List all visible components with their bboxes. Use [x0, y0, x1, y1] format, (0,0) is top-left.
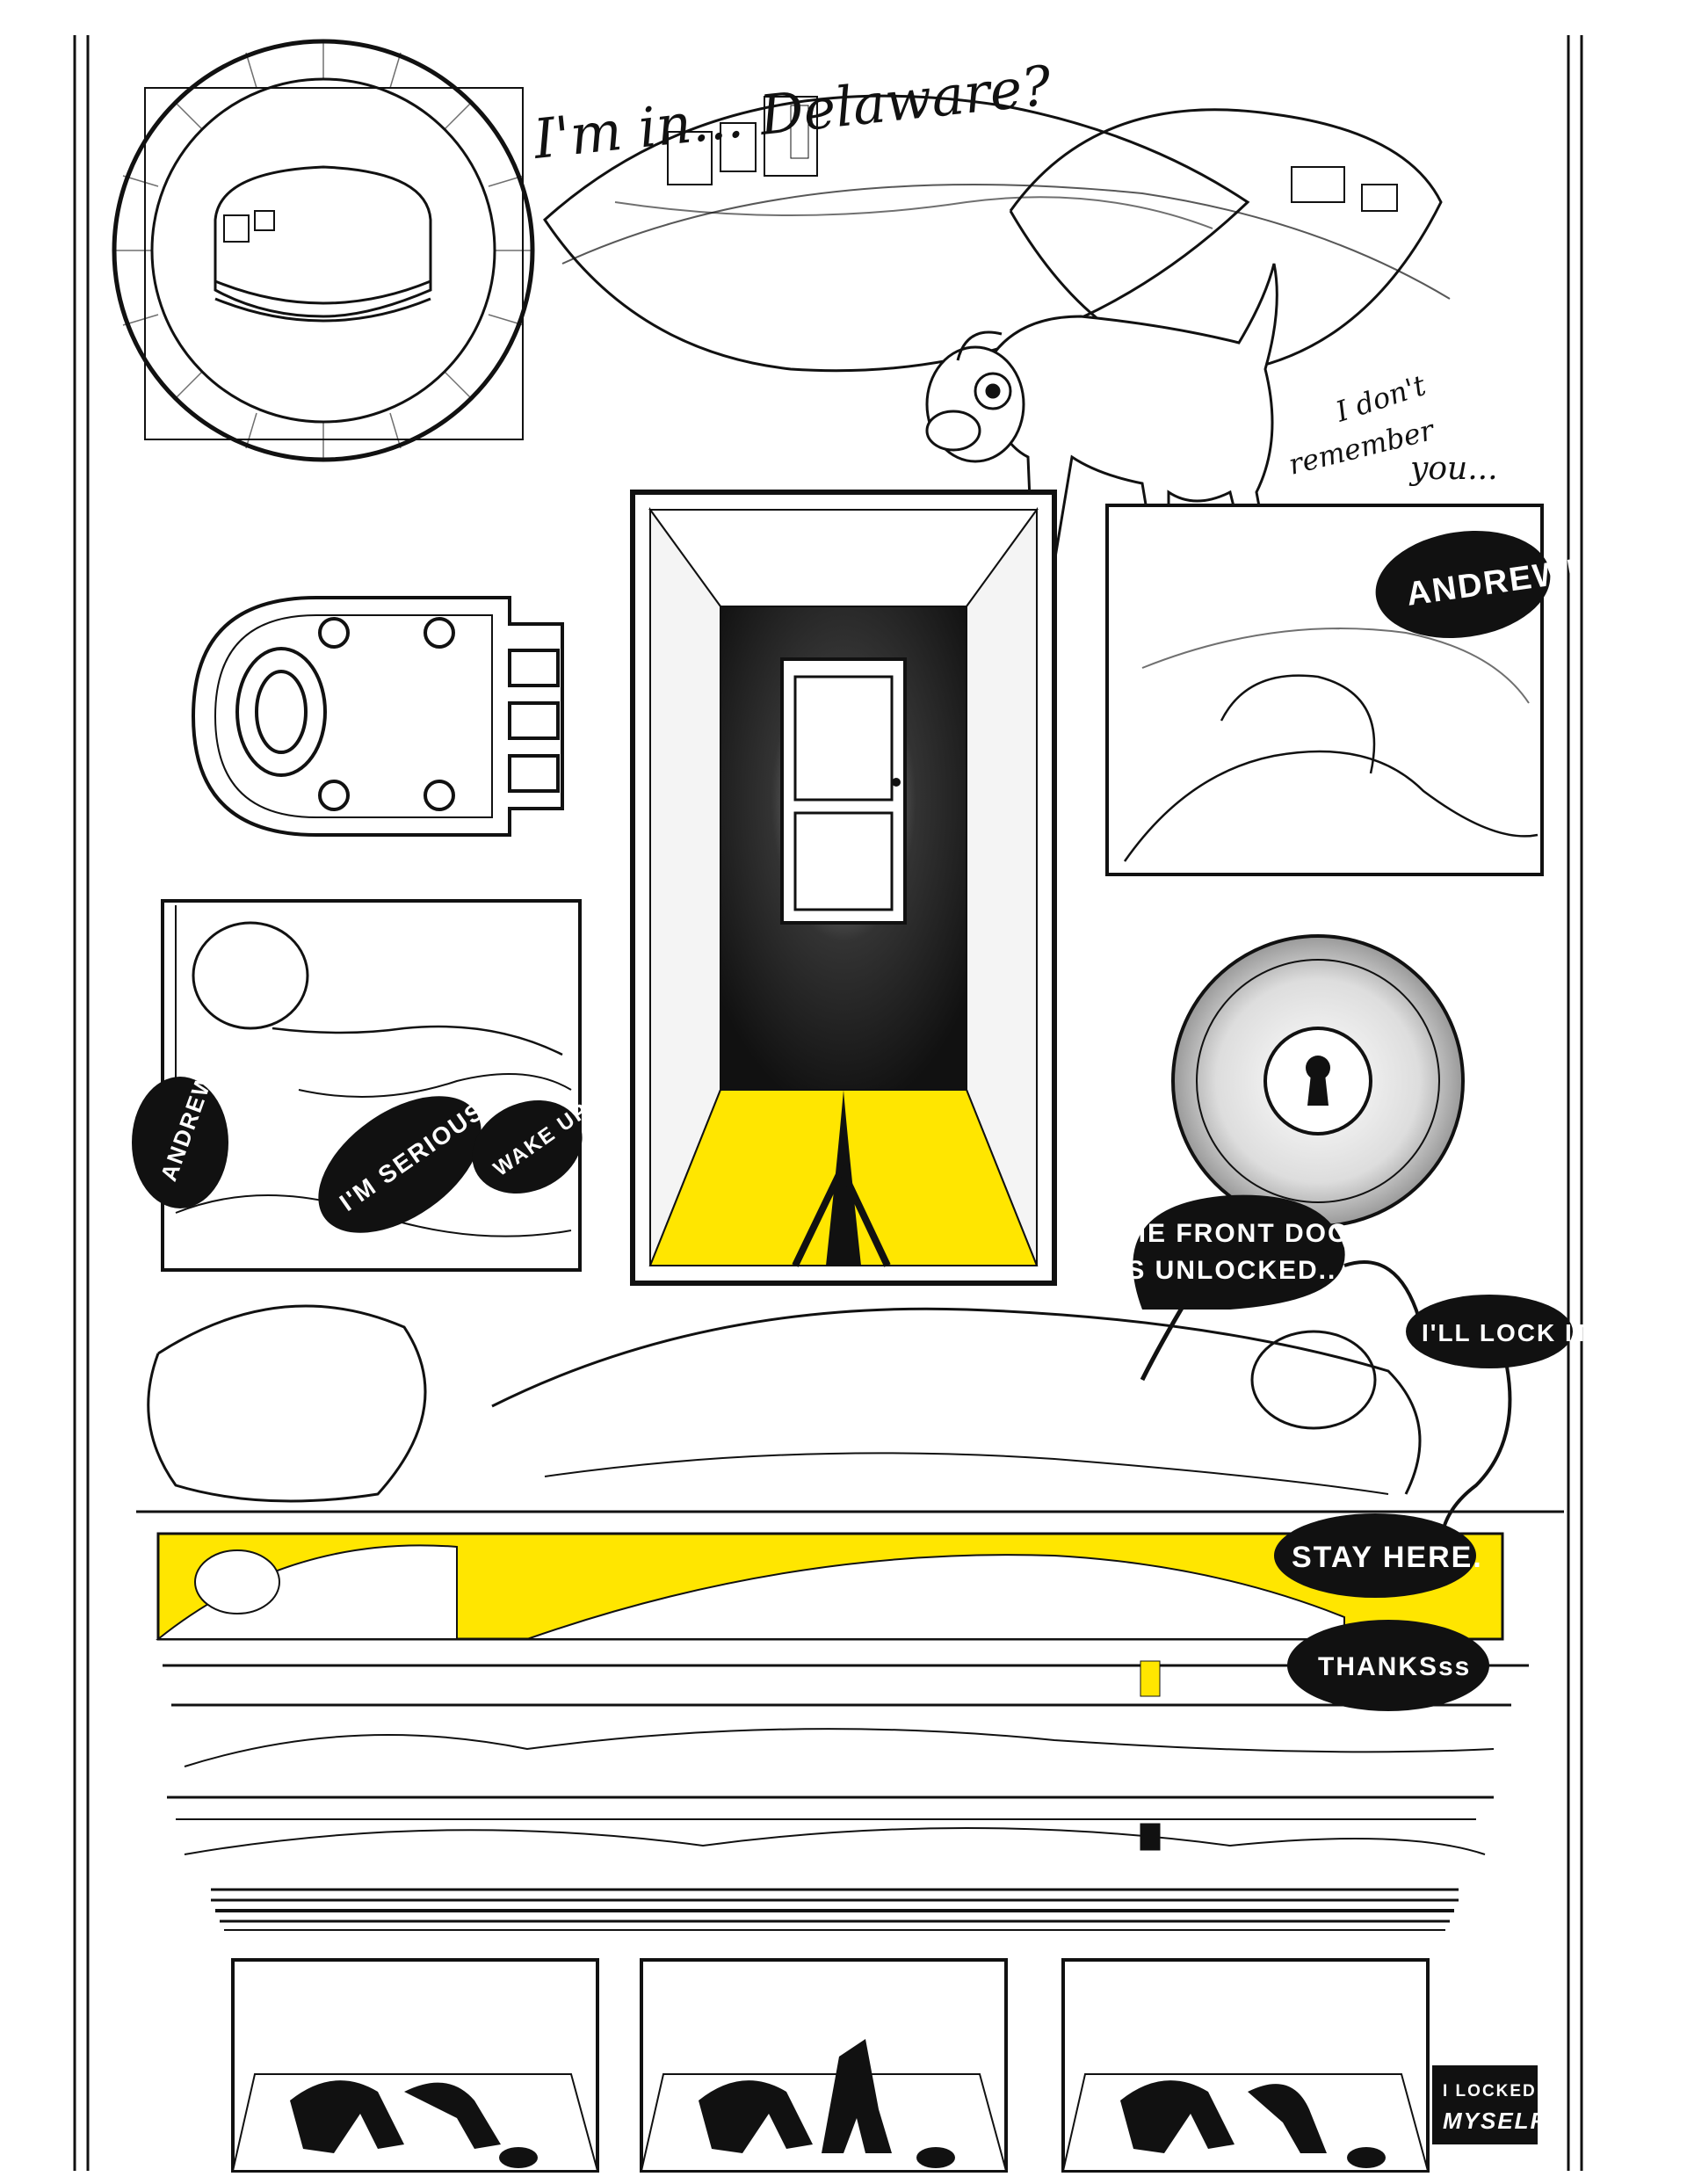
locked-text-1: I LOCKED IT: [1443, 2082, 1561, 2101]
bubble-wake-up: WAKE UP!: [472, 1093, 601, 1194]
dog-icon: [925, 263, 1278, 564]
bottom-panel-3: [1061, 1958, 1430, 2173]
locked-text-2: MYSELF.: [1443, 2108, 1552, 2134]
caption-locked-myself: I LOCKED IT MYSELF.: [1432, 2065, 1561, 2144]
bubble-front-door: THE FRONT DOOR IS UNLOCKED...: [1109, 1194, 1371, 1382]
panel-bed-thin: [167, 1660, 1511, 1855]
page-border: [73, 35, 1583, 2171]
hallway-door-panel: [630, 490, 1057, 1286]
bottom-panel-1: [231, 1958, 599, 2173]
lock-it-text: I'LL LOCK IT: [1422, 1319, 1590, 1346]
front-door-text-1: THE FRONT DOOR: [1109, 1219, 1371, 1248]
thanks-text: THANKSss: [1318, 1652, 1471, 1681]
bubble-andrew-left: ANDREW!: [132, 1060, 228, 1208]
stay-here-text: STAY HERE.: [1292, 1541, 1483, 1574]
panel-bed-wide: [147, 1304, 1422, 1503]
speed-lines: [211, 1888, 1459, 1931]
keyhole-icon: [1171, 934, 1465, 1228]
round-panel-room: [112, 39, 535, 462]
caption-delaware: I'm in... Delaware?: [530, 53, 1055, 171]
bubble-thanks: THANKSss: [1287, 1620, 1489, 1711]
bottom-panel-2: [640, 1958, 1008, 2173]
lens-panel-bedroom: [543, 94, 1451, 373]
deadbolt-icon: [191, 596, 564, 837]
caption-dont-remember-3: you...: [1408, 451, 1498, 487]
bubble-lock-it: I'LL LOCK IT: [1406, 1295, 1590, 1368]
front-door-text-2: IS UNLOCKED...: [1118, 1256, 1346, 1285]
bubble-stay-here: STAY HERE.: [1274, 1513, 1483, 1598]
